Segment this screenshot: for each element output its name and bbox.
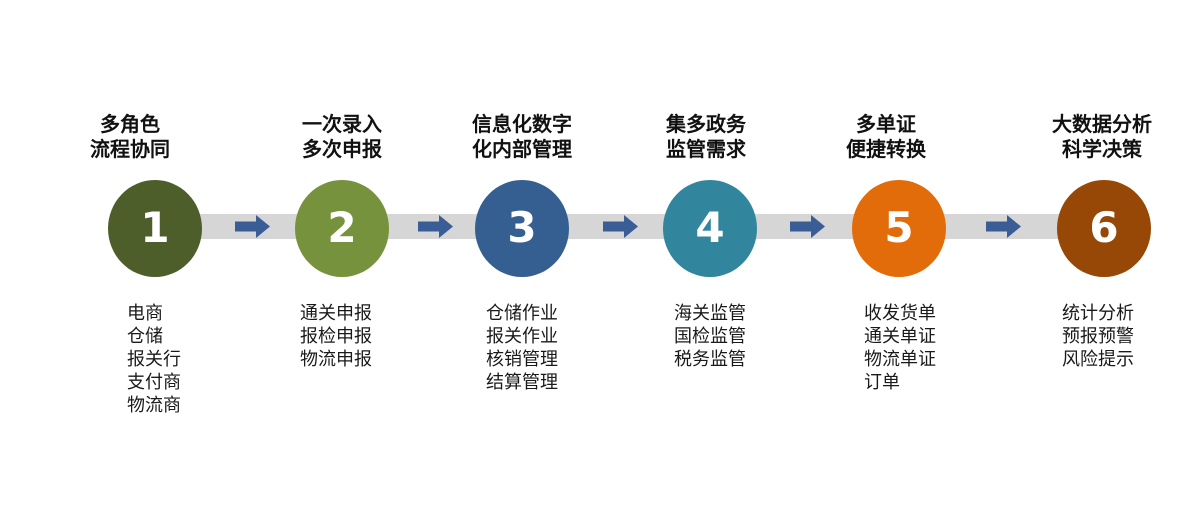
step-number: 2 bbox=[327, 203, 357, 252]
step-number-circle: 6 bbox=[1057, 180, 1151, 277]
step-title: 大数据分析 科学决策 bbox=[1052, 112, 1152, 161]
arrow-right-icon bbox=[603, 215, 638, 238]
step-item-list: 仓储作业 报关作业 核销管理 结算管理 bbox=[486, 302, 558, 394]
list-item: 电商 bbox=[127, 303, 163, 324]
arrow-right-icon bbox=[790, 215, 825, 238]
list-item: 物流商 bbox=[127, 395, 181, 416]
step-item-list: 收发货单 通关单证 物流单证 订单 bbox=[864, 302, 936, 394]
list-item: 仓储 bbox=[127, 326, 163, 347]
list-item: 仓储作业 bbox=[486, 303, 558, 324]
step-item-list: 统计分析 预报预警 风险提示 bbox=[1062, 302, 1134, 371]
step-number: 4 bbox=[695, 203, 725, 252]
step-number: 1 bbox=[140, 203, 170, 252]
list-item: 报关行 bbox=[127, 349, 181, 370]
step-item-list: 通关申报 报检申报 物流申报 bbox=[300, 302, 372, 371]
list-item: 通关申报 bbox=[300, 303, 372, 324]
list-item: 预报预警 bbox=[1062, 326, 1134, 347]
step-title: 一次录入 多次申报 bbox=[302, 112, 382, 161]
list-item: 风险提示 bbox=[1062, 349, 1134, 370]
step-5: 多单证 便捷转换 5 收发货单 通关单证 物流单证 订单 bbox=[808, 0, 988, 530]
list-item: 物流单证 bbox=[864, 349, 936, 370]
list-item: 国检监管 bbox=[674, 326, 746, 347]
list-item: 结算管理 bbox=[486, 372, 558, 393]
step-number-circle: 3 bbox=[475, 180, 569, 277]
step-1: 多角色 流程协同 1 电商 仓储 报关行 支付商 物流商 bbox=[65, 0, 245, 530]
step-title: 集多政务 监管需求 bbox=[666, 112, 746, 161]
step-number: 6 bbox=[1089, 203, 1119, 252]
step-item-list: 电商 仓储 报关行 支付商 物流商 bbox=[127, 302, 181, 417]
step-2: 一次录入 多次申报 2 通关申报 报检申报 物流申报 bbox=[252, 0, 432, 530]
list-item: 报关作业 bbox=[486, 326, 558, 347]
step-title: 多单证 便捷转换 bbox=[846, 112, 926, 161]
arrow-right-icon bbox=[986, 215, 1021, 238]
step-number-circle: 1 bbox=[108, 180, 202, 277]
step-title: 信息化数字 化内部管理 bbox=[472, 112, 572, 161]
step-3: 信息化数字 化内部管理 3 仓储作业 报关作业 核销管理 结算管理 bbox=[432, 0, 612, 530]
step-4: 集多政务 监管需求 4 海关监管 国检监管 税务监管 bbox=[620, 0, 800, 530]
list-item: 税务监管 bbox=[674, 349, 746, 370]
step-number: 3 bbox=[507, 203, 537, 252]
list-item: 海关监管 bbox=[674, 303, 746, 324]
step-item-list: 海关监管 国检监管 税务监管 bbox=[674, 302, 746, 371]
list-item: 核销管理 bbox=[486, 349, 558, 370]
step-number-circle: 4 bbox=[663, 180, 757, 277]
list-item: 支付商 bbox=[127, 372, 181, 393]
list-item: 报检申报 bbox=[300, 326, 372, 347]
list-item: 物流申报 bbox=[300, 349, 372, 370]
step-title: 多角色 流程协同 bbox=[90, 112, 170, 161]
list-item: 通关单证 bbox=[864, 326, 936, 347]
step-number: 5 bbox=[884, 203, 914, 252]
step-6: 大数据分析 科学决策 6 统计分析 预报预警 风险提示 bbox=[1012, 0, 1192, 530]
arrow-right-icon bbox=[235, 215, 270, 238]
list-item: 订单 bbox=[864, 372, 900, 393]
list-item: 统计分析 bbox=[1062, 303, 1134, 324]
step-number-circle: 5 bbox=[852, 180, 946, 277]
list-item: 收发货单 bbox=[864, 303, 936, 324]
step-number-circle: 2 bbox=[295, 180, 389, 277]
arrow-right-icon bbox=[418, 215, 453, 238]
